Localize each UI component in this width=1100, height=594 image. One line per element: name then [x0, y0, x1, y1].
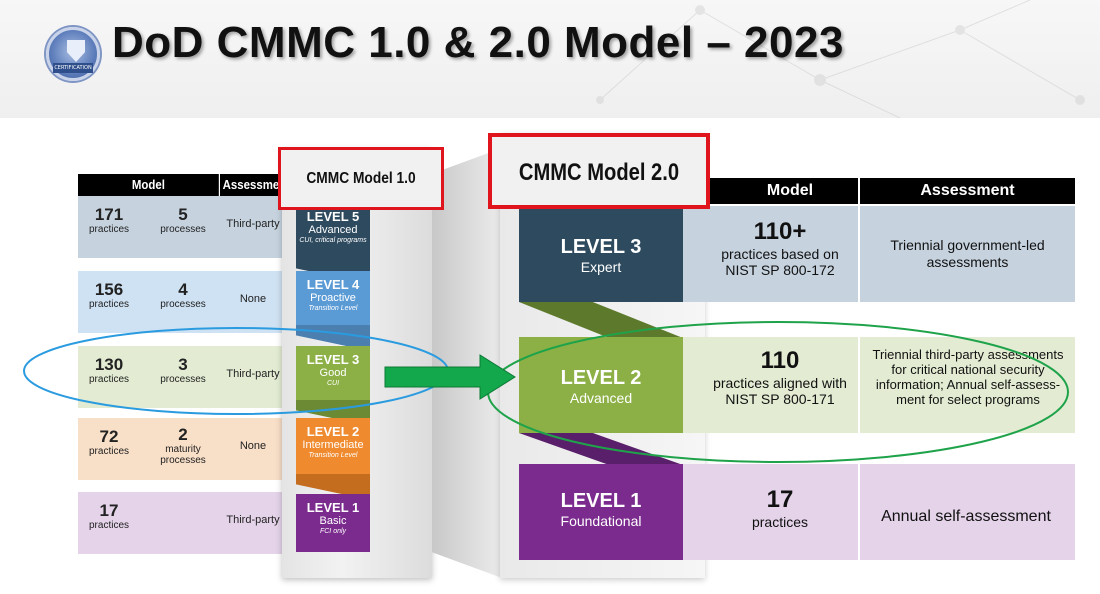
- model2-row-level3: [682, 206, 1075, 302]
- assessment-type: Third-party: [226, 218, 280, 230]
- model2-level2-assessment: Triennial third-party assessments for cr…: [872, 347, 1064, 407]
- model2-row-level1: [682, 464, 1075, 560]
- seal-ribbon-label: CERTIFICATION: [53, 63, 93, 73]
- model2-level1-assessment: Annual self-assessment: [881, 508, 1051, 525]
- model2-level3-assessment: Triennial government-led assessments: [890, 237, 1045, 270]
- model2-level3-model: 110+practices based on NIST SP 800-172: [705, 218, 855, 278]
- practice-count: 110+: [753, 218, 807, 245]
- shield-icon: [67, 40, 85, 62]
- model1-header-model: Model: [78, 174, 219, 196]
- level3-blue-ellipse: [23, 327, 449, 415]
- model2-box-label: CMMC Model 2.0: [518, 159, 680, 186]
- model1-highlight-box: CMMC Model 1.0: [278, 147, 444, 210]
- title-bar: CERTIFICATION DoD CMMC 1.0 & 2.0 Model –…: [0, 0, 1100, 118]
- model1-header-assessment: Assessment: [220, 174, 291, 196]
- column-divider: [858, 206, 860, 560]
- certification-seal-icon: CERTIFICATION: [46, 27, 100, 81]
- model1-box-label: CMMC Model 1.0: [306, 170, 416, 187]
- model2-highlight-box: CMMC Model 2.0: [488, 133, 710, 209]
- model2-header-model: Model: [705, 178, 875, 204]
- green-arrow-icon: [384, 354, 516, 400]
- page-title: DoD CMMC 1.0 & 2.0 Model – 2023: [112, 18, 844, 67]
- model2-row-level2: [682, 337, 1075, 433]
- processes-count: 5: [178, 205, 188, 224]
- practices-count: 171: [94, 205, 124, 224]
- level2-green-ellipse: [487, 321, 1069, 463]
- network-background-decoration: [596, 0, 1085, 118]
- model2-header-assessment: Assessment: [858, 178, 1075, 204]
